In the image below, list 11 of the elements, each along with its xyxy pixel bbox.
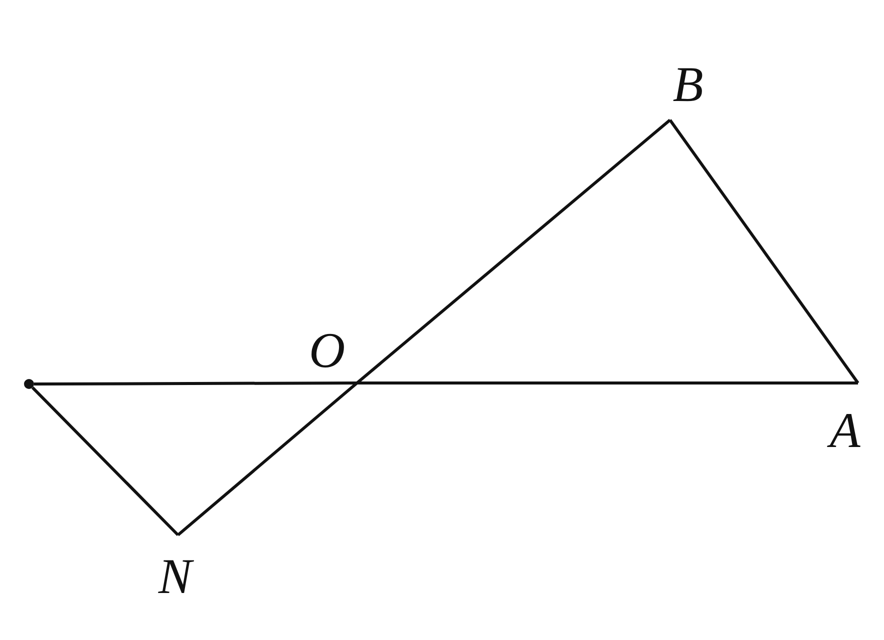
point-label: B: [668, 64, 708, 104]
line-segment: [668, 119, 860, 384]
line-segment: [357, 382, 858, 384]
point-dot: [24, 379, 34, 389]
line-segment: [356, 118, 671, 384]
point-label: A: [825, 410, 865, 450]
point-label: O: [305, 330, 349, 370]
line-segment: [34, 382, 357, 386]
point-label: N: [153, 556, 197, 596]
line-segment: [177, 382, 358, 536]
line-segment: [31, 386, 180, 536]
